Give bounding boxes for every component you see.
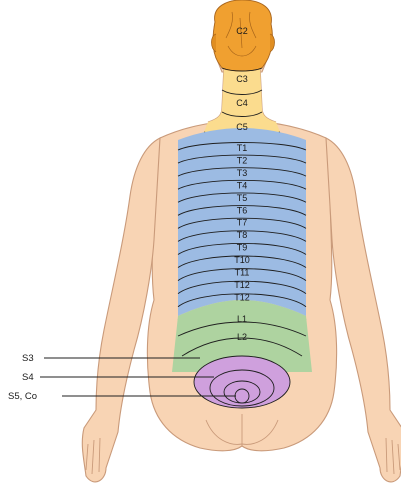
label-c2: C2 [236, 26, 248, 36]
ear-left [212, 34, 217, 52]
label-thoracic: T1 [237, 143, 248, 153]
label-c3: C3 [236, 74, 248, 84]
label-thoracic: T12 [234, 293, 250, 303]
sacral-zone [194, 356, 290, 408]
label-thoracic: T11 [235, 268, 250, 278]
label-thoracic: T3 [237, 168, 248, 178]
label-thoracic: T10 [234, 255, 250, 265]
label-thoracic: T2 [237, 155, 248, 165]
label-thoracic: T9 [237, 243, 248, 253]
callout-s3: S3 [22, 353, 34, 364]
cervical-zone [204, 0, 280, 136]
left-arm [82, 138, 160, 482]
ear-right [270, 34, 275, 52]
label-thoracic: T12 [234, 280, 250, 290]
label-l1: L1 [237, 314, 247, 324]
label-thoracic: T5 [237, 193, 248, 203]
label-c5: C5 [236, 122, 248, 132]
label-thoracic: T8 [237, 230, 248, 240]
right-arm [326, 138, 401, 482]
label-thoracic: T4 [237, 180, 248, 190]
callout-s5-co: S5, Co [8, 391, 37, 402]
label-thoracic: T6 [237, 205, 248, 215]
label-l2: L2 [237, 332, 247, 342]
label-c4: C4 [236, 98, 248, 108]
dermatome-s5-co-region [235, 389, 249, 403]
label-thoracic: T7 [237, 218, 248, 228]
callout-s4: S4 [22, 372, 34, 383]
